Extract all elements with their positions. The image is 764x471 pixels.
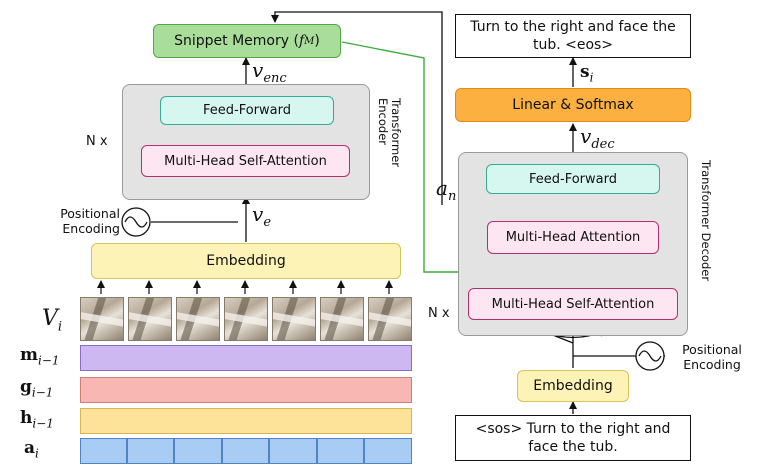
panorama-frame bbox=[320, 297, 364, 341]
panorama-frame bbox=[224, 297, 268, 341]
decoder-output-text: Turn to the right and face the tub. <eos… bbox=[470, 19, 676, 53]
encoder-embedding-box: Embedding bbox=[91, 243, 401, 279]
action-cell bbox=[174, 438, 222, 464]
g-row-label: gi−1 bbox=[20, 377, 53, 399]
panorama-frame bbox=[272, 297, 316, 341]
snippet-memory-subscript: M bbox=[304, 35, 315, 47]
v-enc-symbol: v bbox=[252, 58, 264, 82]
encoder-feed-forward-box: Feed-Forward bbox=[160, 96, 334, 125]
a-row-label: ai bbox=[24, 438, 39, 460]
v-e-label: ve bbox=[252, 202, 271, 230]
encoder-panel-label: Transformer Encoder bbox=[376, 98, 403, 168]
panorama-frame bbox=[368, 297, 412, 341]
linear-softmax-box: Linear & Softmax bbox=[455, 88, 691, 122]
a-row-symbol: a bbox=[24, 438, 36, 458]
s-i-label: si bbox=[580, 62, 593, 84]
encoder-embedding-label: Embedding bbox=[206, 253, 286, 269]
h-row-label: hi−1 bbox=[20, 408, 54, 430]
goal-history-bar bbox=[80, 377, 412, 403]
snippet-memory-label: Snippet Memory ( bbox=[174, 33, 299, 49]
decoder-input-text: <sos> Turn to the right and face the tub… bbox=[475, 421, 671, 455]
v-enc-subscript: enc bbox=[263, 71, 287, 86]
g-row-symbol: g bbox=[20, 377, 32, 397]
decoder-cross-attention-label: Multi-Head Attention bbox=[505, 230, 641, 245]
frames-label: Vi bbox=[42, 306, 62, 334]
decoder-feed-forward-box: Feed-Forward bbox=[486, 164, 660, 194]
v-e-symbol: v bbox=[252, 202, 264, 226]
decoder-self-attention-label: Multi-Head Self-Attention bbox=[491, 296, 655, 312]
memory-history-bar bbox=[80, 345, 412, 371]
decoder-cross-attention-box: Multi-Head Attention bbox=[487, 221, 659, 254]
snippet-memory-symbol: f bbox=[298, 33, 305, 49]
m-row-subscript: i−1 bbox=[38, 353, 60, 368]
encoder-self-attention-label: Multi-Head Self-Attention bbox=[164, 153, 327, 169]
decoder-output-box: Turn to the right and face the tub. <eos… bbox=[455, 14, 691, 58]
v-dec-subscript: dec bbox=[591, 137, 615, 152]
action-cell bbox=[364, 438, 412, 464]
action-cell bbox=[269, 438, 317, 464]
panorama-frame bbox=[80, 297, 124, 341]
decoder-feed-forward-label: Feed-Forward bbox=[529, 171, 617, 187]
s-i-symbol: s bbox=[580, 62, 590, 82]
g-row-subscript: i−1 bbox=[31, 385, 54, 400]
panorama-frame bbox=[176, 297, 220, 341]
v-dec-label: vdec bbox=[580, 124, 615, 152]
v-dec-symbol: v bbox=[580, 124, 592, 148]
h-row-symbol: h bbox=[20, 408, 33, 428]
decoder-positional-encoding-label: Positional Encoding bbox=[682, 342, 742, 372]
decoder-input-box: <sos> Turn to the right and face the tub… bbox=[455, 415, 691, 461]
encoder-repeat-label: N x bbox=[86, 134, 108, 149]
frames-subscript: i bbox=[57, 319, 63, 335]
a-n-label: an bbox=[436, 176, 456, 204]
frames-symbol: V bbox=[42, 306, 58, 331]
action-cell bbox=[222, 438, 269, 464]
action-cell bbox=[127, 438, 174, 464]
encoder-self-attention-box: Multi-Head Self-Attention bbox=[141, 145, 350, 177]
decoder-embedding-box: Embedding bbox=[517, 370, 629, 402]
encoder-positional-encoding-label: Positional Encoding bbox=[60, 206, 120, 236]
decoder-repeat-label: N x bbox=[428, 306, 450, 321]
s-i-subscript: i bbox=[589, 70, 594, 85]
a-n-symbol: a bbox=[436, 176, 448, 200]
panorama-frame bbox=[128, 297, 172, 341]
v-enc-label: venc bbox=[252, 58, 287, 86]
m-row-label: mi−1 bbox=[20, 345, 60, 367]
a-row-subscript: i bbox=[35, 446, 39, 461]
decoder-embedding-label: Embedding bbox=[533, 378, 613, 394]
linear-softmax-label: Linear & Softmax bbox=[512, 97, 634, 113]
v-e-subscript: e bbox=[263, 215, 272, 230]
action-cell bbox=[80, 438, 127, 464]
m-row-symbol: m bbox=[20, 345, 38, 365]
h-row-subscript: i−1 bbox=[32, 416, 54, 431]
snippet-memory-close: ) bbox=[314, 33, 320, 49]
decoder-panel-label: Transformer Decoder bbox=[699, 160, 713, 282]
decoder-self-attention-box: Multi-Head Self-Attention bbox=[468, 288, 678, 320]
a-n-subscript: n bbox=[447, 189, 457, 204]
action-cell bbox=[317, 438, 364, 464]
encoder-feed-forward-label: Feed-Forward bbox=[203, 103, 291, 118]
hidden-history-bar bbox=[80, 408, 412, 434]
